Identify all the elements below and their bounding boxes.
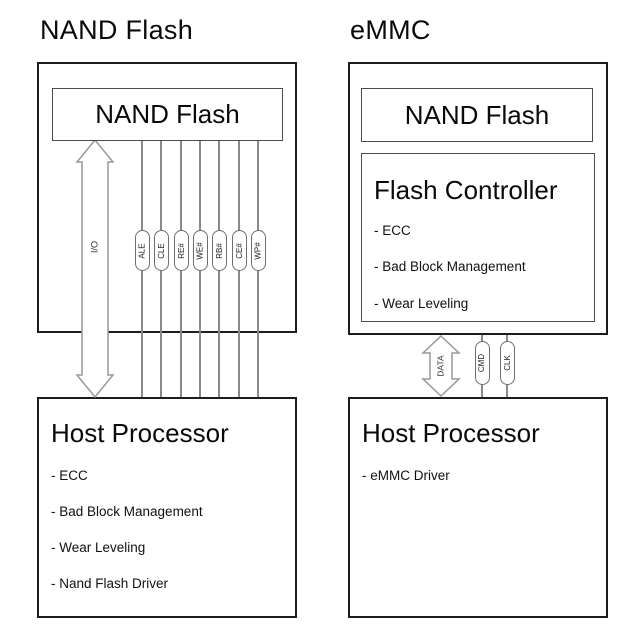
data-bus-label: DATA [435,355,445,377]
flash-controller-box: Flash Controller - ECC - Bad Block Manag… [361,153,595,322]
signal-pill-rb: RB# [212,230,227,271]
nand-host-box: Host Processor - ECC - Bad Block Managem… [37,397,297,618]
flash-controller-title: Flash Controller [374,175,558,205]
nand-chip-box: NAND Flash [52,88,283,141]
io-bus-label: I/O [89,241,99,253]
nand-section-title: NAND Flash [40,15,194,45]
emmc-host-title: Host Processor [362,418,540,448]
signal-pill-ale: ALE [135,230,150,271]
emmc-host-item: - eMMC Driver [362,468,450,483]
signal-label: CLK [502,355,512,371]
signal-label: CLE [156,242,166,259]
signal-pill-clk: CLK [500,341,515,385]
signal-label: ALE [137,242,147,259]
nand-package-box [37,62,297,333]
io-bus-arrow: I/O [75,139,115,398]
signal-pill-ce: CE# [232,230,247,271]
signal-label: RB# [214,242,224,259]
emmc-section-title: eMMC [350,15,431,45]
signal-pill-cmd: CMD [475,341,490,385]
nand-host-item: - Bad Block Management [51,504,203,519]
emmc-chip-box: NAND Flash [361,88,593,142]
signal-label: RE# [176,242,186,259]
emmc-chip-label: NAND Flash [404,99,550,130]
nand-host-item: - Nand Flash Driver [51,576,169,591]
signal-label: CE# [234,242,244,259]
data-bus-arrow: DATA [421,335,461,397]
nand-host-item: - Wear Leveling [51,540,146,555]
flash-controller-item: - Wear Leveling [374,296,469,311]
nand-host-title: Host Processor [51,418,229,448]
signal-pill-re: RE# [174,230,189,271]
nand-host-item: - ECC [51,468,88,483]
flash-controller-item: - Bad Block Management [374,259,526,274]
nand-chip-label: NAND Flash [95,99,240,129]
signal-pill-we: WE# [193,230,208,271]
emmc-host-box: Host Processor - eMMC Driver [348,397,608,618]
signal-pill-wp: WP# [251,230,266,271]
signal-label: WP# [253,241,263,260]
signal-pill-cle: CLE [154,230,169,271]
signal-label: CMD [477,353,487,373]
emmc-package-box [348,62,608,335]
signal-label: WE# [195,241,205,260]
flash-controller-item: - ECC [374,223,411,238]
